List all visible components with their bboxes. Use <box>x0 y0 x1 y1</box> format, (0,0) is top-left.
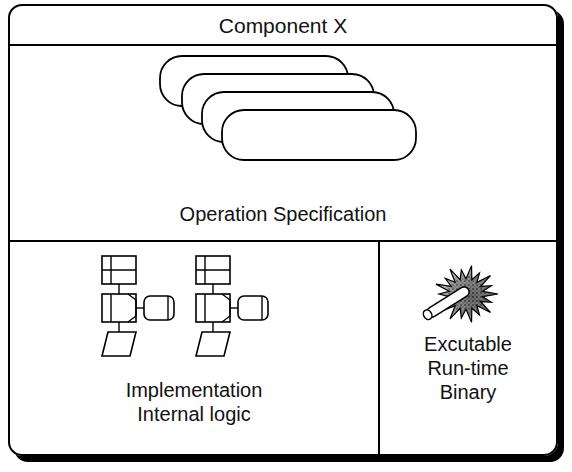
operation-card <box>222 110 416 160</box>
panel-label: Operation Specification <box>180 202 387 226</box>
logic-icon <box>102 256 174 356</box>
executable-burst <box>422 266 498 323</box>
component-box: Component X Operation SpecificationImplem… <box>8 4 558 456</box>
panel-label: Excutable Run-time Binary <box>424 332 512 404</box>
executable-panel: Excutable Run-time Binary <box>378 242 556 454</box>
logic-icon <box>196 256 268 356</box>
operation-panel: Operation Specification <box>10 44 556 242</box>
panel-label: Component X <box>219 13 347 38</box>
implementation-panel: Implementation Internal logic <box>10 242 378 454</box>
panel-label: Implementation Internal logic <box>109 378 279 426</box>
